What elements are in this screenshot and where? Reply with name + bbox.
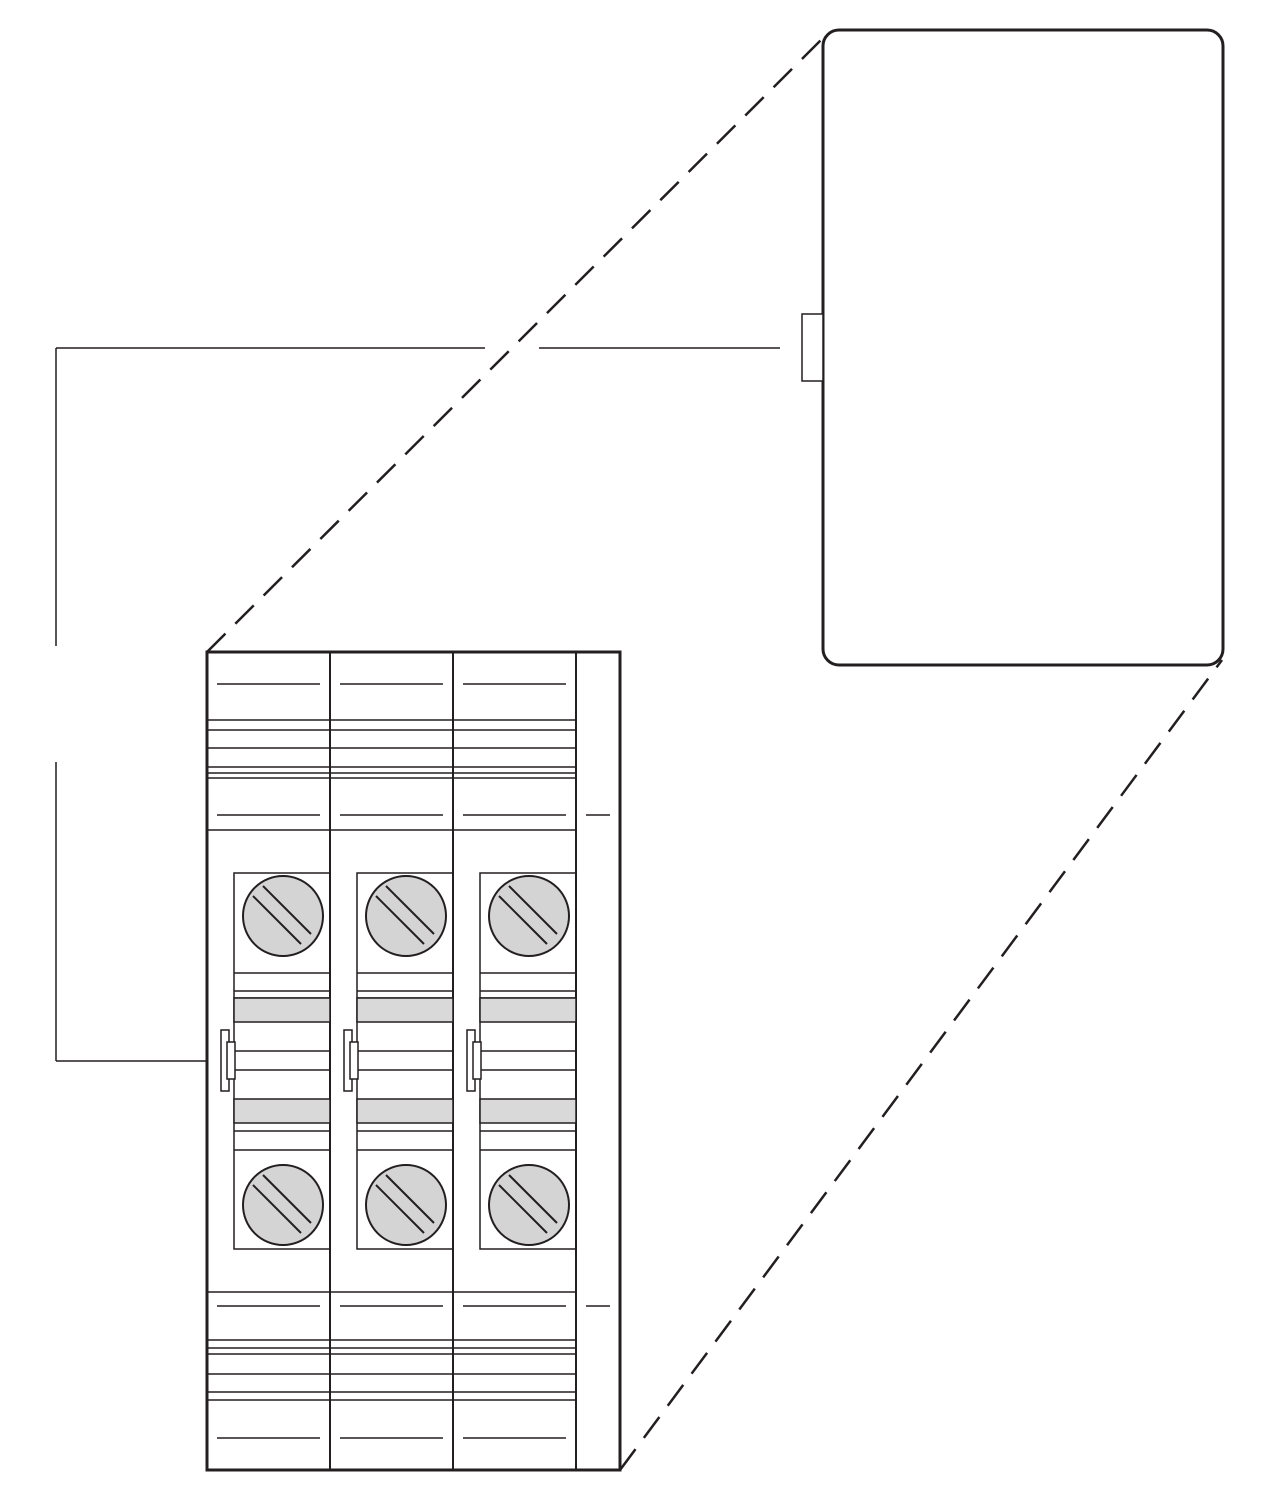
screw-slot [375,895,425,945]
terminal-module [343,872,454,1250]
screw-slot [262,1174,312,1224]
terminal-block [205,650,622,1472]
screw-slot [385,885,435,935]
screw-slot [508,1174,558,1224]
screw-bottom [242,1164,324,1246]
screw-top [488,875,570,957]
screw-slot [508,885,558,935]
screw-head [242,1164,324,1246]
screw-bottom [365,1164,447,1246]
screw-slot [262,885,312,935]
screw-slot [375,1184,425,1234]
terminal-module [466,872,577,1250]
screw-bottom [488,1164,570,1246]
screw-slot [498,1184,548,1234]
screw-head [488,875,570,957]
clamp-band-top [479,997,577,1023]
side-clip-inner [349,1041,359,1080]
connection-wire [55,347,780,1062]
screw-top [365,875,447,957]
screw-head [365,1164,447,1246]
screw-head [488,1164,570,1246]
projection-lines [206,37,1224,1471]
clamp-band-top [356,997,454,1023]
callout-box [821,28,1225,667]
screw-head [365,875,447,957]
screw-slot [498,895,548,945]
callout-tab [801,313,824,382]
side-clip-inner [472,1041,482,1080]
terminal-module [220,872,331,1250]
screw-head [242,875,324,957]
clamp-band-top [233,997,331,1023]
screw-top [242,875,324,957]
clamp-band-bottom [479,1098,577,1124]
screw-slot [252,1184,302,1234]
clamp-band-bottom [356,1098,454,1124]
detail-callout [801,28,1225,667]
screw-slot [385,1174,435,1224]
clamp-band-bottom [233,1098,331,1124]
screw-slot [252,895,302,945]
projection-line-bottom [618,659,1224,1471]
terminal-block-outline [205,650,622,1472]
side-clip-inner [226,1041,236,1080]
projection-line-top [206,37,824,653]
